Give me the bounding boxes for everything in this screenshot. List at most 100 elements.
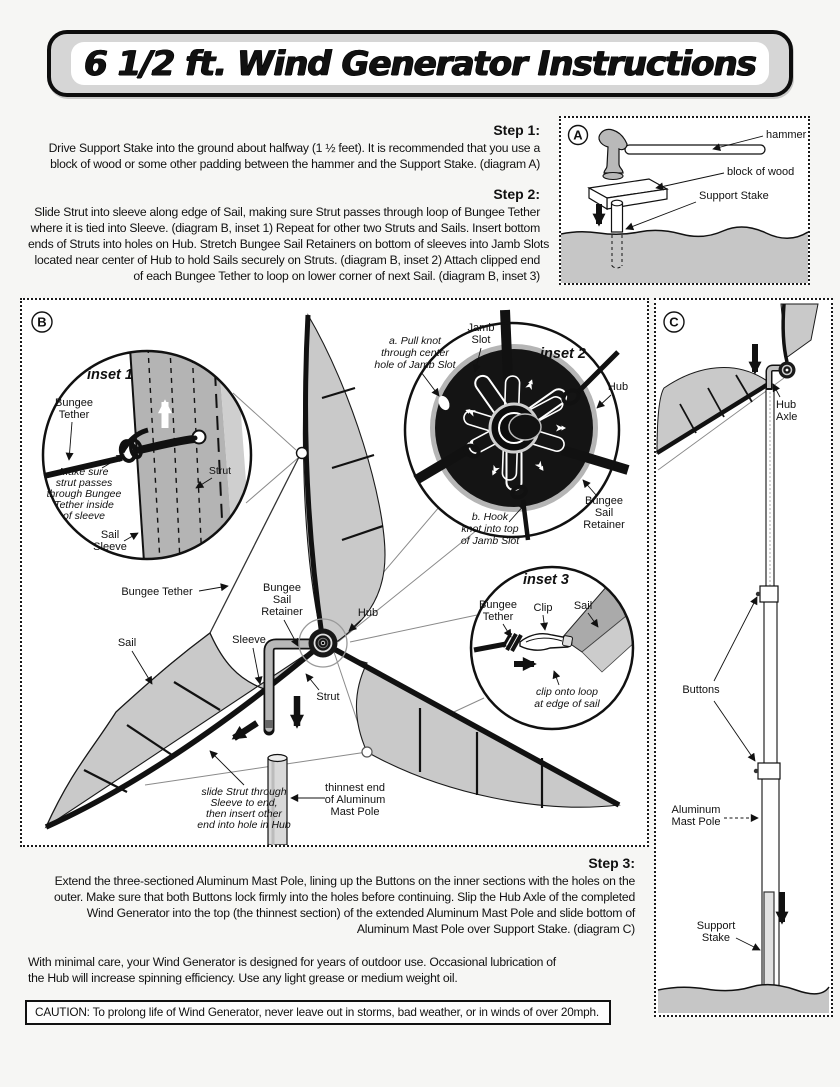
svg-text:strut passes: strut passes <box>56 477 113 489</box>
diagram-b: inset 1 Bungee Tether Make sure strut pa… <box>31 309 635 845</box>
support-stake-label: Support <box>697 920 736 932</box>
block-of-wood-label: block of wood <box>727 166 794 178</box>
diagram-a-panel: A hammer block of wood Support Stake <box>559 116 810 285</box>
circled-letter-b: B <box>31 311 53 333</box>
hub-label: Hub <box>358 607 378 619</box>
bungee-tether-label: Bungee <box>479 599 517 611</box>
inset3-clip-drawing <box>473 632 573 671</box>
inset1-title: inset 1 <box>87 367 133 383</box>
svg-text:of Aluminum: of Aluminum <box>325 794 386 806</box>
diagram-b-labels: Bungee Tether Bungee Sail Retainer Hub S… <box>118 582 385 831</box>
svg-text:Slot: Slot <box>472 334 491 346</box>
inset1-tether-knot <box>43 427 207 479</box>
title-banner: 6 1/2 ft. Wind Generator Instructions <box>47 30 793 97</box>
step3-line: Aluminum Mast Pole over Support Stake. (… <box>356 922 635 936</box>
svg-text:at edge of sail: at edge of sail <box>534 698 600 710</box>
step2-line: where it is tied into Sleeve. (diagram B… <box>30 221 541 235</box>
inset2-center <box>488 402 542 454</box>
svg-text:Stake: Stake <box>702 932 730 944</box>
step2-line: located near center of Hub to hold Sails… <box>34 253 541 267</box>
svg-text:Sail: Sail <box>273 594 291 606</box>
svg-text:through center: through center <box>381 347 449 359</box>
step2-line: Slide Strut into sleeve along edge of Sa… <box>34 205 540 219</box>
generator-sail <box>656 303 819 455</box>
sail-sleeve-label: Sail <box>101 529 119 541</box>
diagram-a: A hammer block of wood Support Stake <box>561 124 808 283</box>
diagram-c: Hub Axle Buttons Aluminum Mast Pole Supp… <box>656 303 830 1013</box>
svg-text:then insert other: then insert other <box>206 808 282 820</box>
svg-text:Tether inside: Tether inside <box>54 499 114 511</box>
slide-direction-arrow-icon <box>231 720 259 741</box>
svg-text:knot into top: knot into top <box>461 523 518 535</box>
svg-text:of sleeve: of sleeve <box>63 510 105 522</box>
hammer-drawing <box>598 128 766 181</box>
step2-block: Step 2: Slide Strut into sleeve along ed… <box>28 186 550 284</box>
mast-pole-note: thinnest end <box>325 782 385 794</box>
right-sail <box>321 640 621 808</box>
inset2-struts <box>413 309 630 485</box>
strut-label: Strut <box>209 465 231 477</box>
step3-line: Extend the three-sectioned Aluminum Mast… <box>54 874 636 888</box>
tether-line <box>657 377 785 471</box>
note-b: b. Hook <box>472 511 509 523</box>
sail-corner-marker <box>361 746 373 758</box>
pole-drawing <box>753 387 781 991</box>
svg-text:Retainer: Retainer <box>261 606 303 618</box>
caution-box: CAUTION: To prolong life of Wind Generat… <box>25 1000 611 1025</box>
svg-text:Tether: Tether <box>59 409 90 421</box>
svg-text:Sleeve: Sleeve <box>93 541 127 553</box>
bungee-tether-line <box>209 456 300 634</box>
jamb-slot-label: Jamb <box>468 322 495 334</box>
svg-text:Sail: Sail <box>595 507 613 519</box>
title-banner-inner: 6 1/2 ft. Wind Generator Instructions <box>71 42 769 85</box>
clip-note: clip onto loop <box>536 686 598 698</box>
strut-tube <box>263 638 323 736</box>
care-line: the Hub will increase spinning efficienc… <box>28 971 458 985</box>
svg-text:Retainer: Retainer <box>583 519 625 531</box>
inset1: inset 1 Bungee Tether Make sure strut pa… <box>41 349 253 561</box>
bungee-sail-retainer-label: Bungee <box>585 495 623 507</box>
step1-line: Drive Support Stake into the ground abou… <box>48 141 541 155</box>
top-sail <box>302 313 386 646</box>
circled-letter-a: A <box>567 124 589 146</box>
step1-line: block of wood or some other padding betw… <box>50 157 540 171</box>
hub-axle-label: Hub <box>776 399 796 411</box>
support-stake-drawing <box>610 199 624 269</box>
step3-block: Step 3: Extend the three-sectioned Alumi… <box>28 855 635 937</box>
ground <box>657 983 830 1013</box>
sail-label: Sail <box>574 600 592 612</box>
bungee-sail-retainer-label: Bungee <box>263 582 301 594</box>
hub-axle-drawing <box>765 361 796 390</box>
mast-pole <box>267 753 288 845</box>
step3-heading: Step 3: <box>588 855 635 871</box>
step2-line: ends of Struts into holes on Hub. Stretc… <box>28 237 550 251</box>
ground <box>561 226 808 283</box>
left-sail <box>44 632 325 830</box>
support-stake-drawing <box>763 891 775 989</box>
step1-block: Step 1: Drive Support Stake into the gro… <box>28 122 541 172</box>
step2-heading: Step 2: <box>493 186 540 202</box>
svg-text:hole of Jamb Slot: hole of Jamb Slot <box>374 359 456 371</box>
inset2-title: inset 2 <box>540 346 586 362</box>
note-a: a. Pull knot <box>389 335 442 347</box>
step3-line: Wind Generator into the top (the thinnes… <box>86 906 636 920</box>
svg-text:Mast Pole: Mast Pole <box>331 806 380 818</box>
svg-text:Tether: Tether <box>483 611 514 623</box>
diagram-b-panel: inset 1 Bungee Tether Make sure strut pa… <box>20 298 649 847</box>
sail-label: Sail <box>118 637 136 649</box>
bungee-tether-label: Bungee <box>55 397 93 409</box>
care-line: With minimal care, your Wind Generator i… <box>28 955 556 969</box>
svg-text:Sleeve to end,: Sleeve to end, <box>210 797 277 809</box>
svg-text:C: C <box>669 315 679 330</box>
svg-text:B: B <box>37 315 46 330</box>
slide-strut-note: slide Strut through <box>201 786 286 798</box>
hub-label: Hub <box>608 381 628 393</box>
diagram-c-labels: Hub Axle Buttons Aluminum Mast Pole Supp… <box>672 383 797 951</box>
bungee-tether-label: Bungee Tether <box>121 586 193 598</box>
make-sure-note: Make sure <box>59 466 108 478</box>
svg-text:through Bungee: through Bungee <box>47 488 122 500</box>
svg-text:Mast Pole: Mast Pole <box>672 816 721 828</box>
inset3: inset 3 Bungee Tether Clip Sail clip ont… <box>469 565 635 731</box>
svg-text:of Jamb Slot: of Jamb Slot <box>461 535 520 547</box>
